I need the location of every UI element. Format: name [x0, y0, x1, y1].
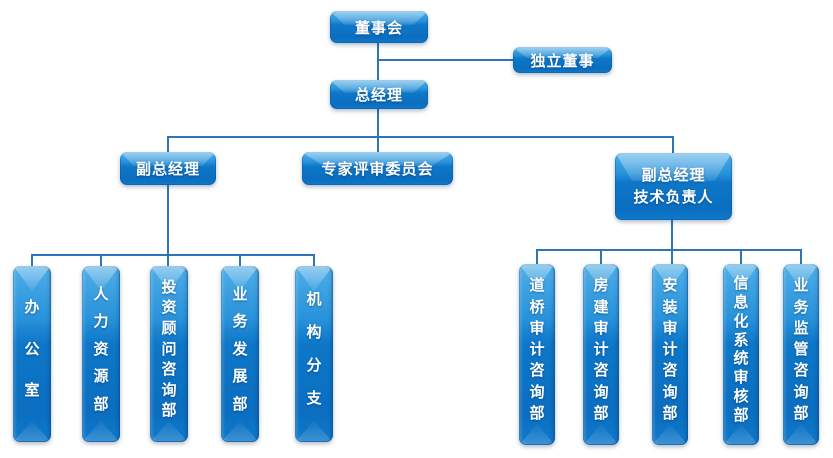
connector-stub-business-dev — [239, 254, 241, 268]
org-node-information-system-audit: 信息化系统审核部 — [723, 264, 759, 445]
org-node-installation-audit: 安装审计咨询部 — [652, 264, 688, 445]
connector-gm-down — [377, 108, 379, 138]
connector-to-expert-committee — [377, 136, 379, 153]
org-node-deputy-general-manager-label: 副总经理 — [135, 161, 200, 178]
org-node-business-supervision: 业务监管咨询部 — [783, 264, 819, 445]
org-node-general-manager-label: 总经理 — [354, 87, 403, 104]
connector-stub-supervision — [800, 249, 802, 265]
org-node-expert-review-committee-label: 专家评审委员会 — [321, 161, 434, 178]
connector-stub-hr — [100, 254, 102, 268]
org-node-branch-offices: 机构分支 — [295, 266, 333, 442]
org-node-expert-review-committee: 专家评审委员会 — [302, 152, 453, 185]
connector-stub-housing — [600, 249, 602, 265]
connector-left-horizontal — [31, 254, 314, 256]
connector-deputy-gm-down — [167, 184, 169, 268]
connector-deputy-tech-down — [671, 219, 673, 266]
org-node-deputy-general-manager: 副总经理 — [120, 152, 216, 185]
org-node-board-label: 董事会 — [354, 19, 403, 37]
org-node-business-development: 业务发展部 — [221, 266, 259, 442]
org-node-deputy-gm-technical-line2: 技术负责人 — [633, 188, 714, 206]
connector-right-horizontal — [536, 249, 802, 251]
org-node-office: 办公室 — [13, 266, 51, 442]
connector-board-to-gm — [377, 42, 379, 82]
org-node-general-manager: 总经理 — [330, 80, 428, 109]
org-node-board: 董事会 — [330, 11, 428, 43]
connector-level2-horizontal — [167, 136, 674, 138]
org-node-deputy-gm-technical: 副总经理 技术负责人 — [615, 153, 732, 220]
org-node-deputy-gm-technical-line1: 副总经理 — [641, 166, 706, 184]
connector-to-independent — [378, 59, 514, 61]
org-node-human-resources: 人力资源部 — [82, 266, 120, 442]
org-node-housing-construction-audit: 房建审计咨询部 — [583, 264, 619, 445]
org-node-independent-director: 独立董事 — [513, 47, 612, 73]
connector-stub-info-system — [740, 249, 742, 265]
org-node-road-bridge-audit: 道桥审计咨询部 — [519, 264, 555, 445]
connector-stub-branch — [313, 254, 315, 268]
connector-stub-road-bridge — [536, 249, 538, 265]
connector-stub-office — [31, 254, 33, 268]
org-node-independent-director-label: 独立董事 — [530, 52, 595, 70]
connector-to-deputy-gm — [167, 136, 169, 153]
connector-to-deputy-gm-tech — [672, 136, 674, 154]
org-node-investment-advisory: 投资顾问咨询部 — [150, 266, 188, 442]
